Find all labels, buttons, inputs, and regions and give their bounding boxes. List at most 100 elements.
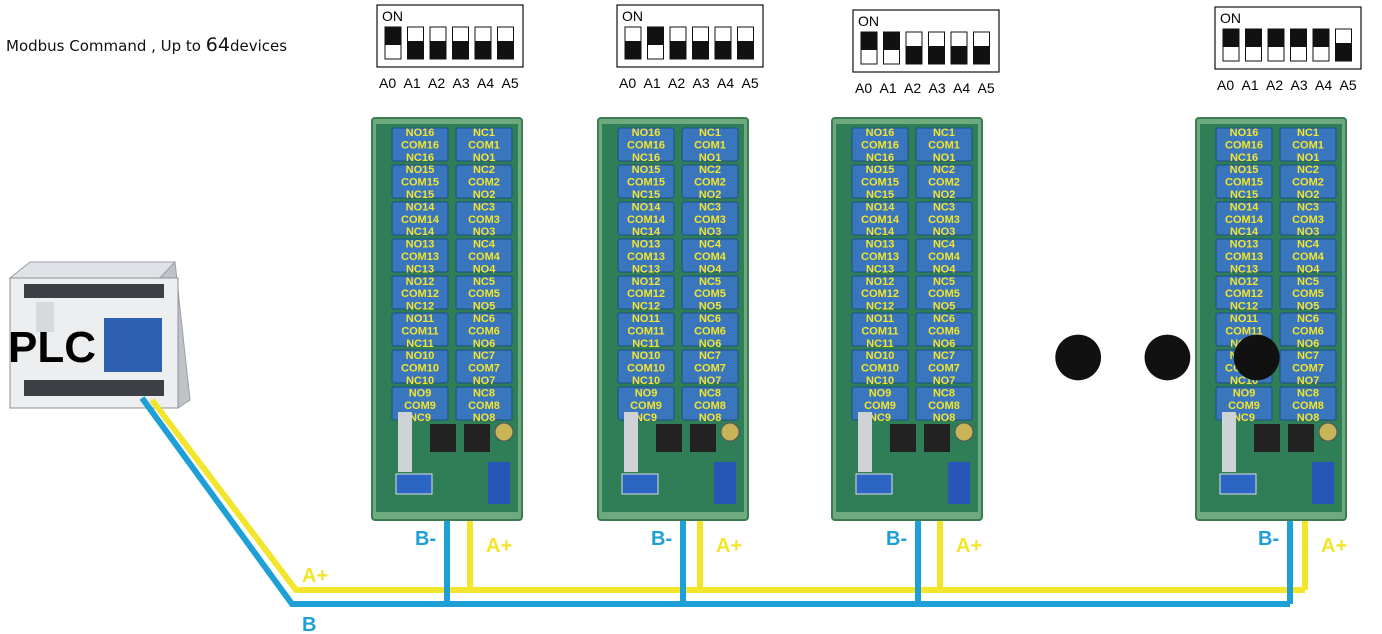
relay-terminal-label: COM16 xyxy=(401,139,439,151)
relay-terminal-label: NC4 xyxy=(933,239,956,251)
relay xyxy=(851,127,909,162)
dip-address-label: A5 xyxy=(1340,77,1357,93)
dip-switch-lever-on xyxy=(883,32,900,50)
relay-terminal-label: COM6 xyxy=(694,325,726,337)
relay-terminal-label: NO9 xyxy=(1233,387,1256,399)
relay xyxy=(1215,349,1273,384)
relay-terminal-label: COM13 xyxy=(1225,251,1263,263)
dip-switch-lever-off xyxy=(1335,43,1352,61)
relay xyxy=(455,349,513,384)
b-minus-label: B- xyxy=(415,528,436,550)
dip-address-label: A5 xyxy=(978,80,995,96)
relay-terminal-label: NO15 xyxy=(866,164,895,176)
relay-terminal-label: NC13 xyxy=(866,263,894,275)
led-column xyxy=(858,412,872,472)
relay-terminal-label: NO3 xyxy=(473,226,496,238)
relay-terminal-label: NO6 xyxy=(1297,338,1320,350)
relay-terminal-label: NO16 xyxy=(1230,127,1259,139)
main-b-label: B xyxy=(302,614,316,634)
relay xyxy=(1215,127,1273,162)
relay-terminal-label: NC1 xyxy=(699,127,721,139)
relay xyxy=(617,127,675,162)
relay-terminal-label: NO1 xyxy=(1297,152,1320,164)
ic-chip xyxy=(690,424,716,452)
relay-terminal-label: NO16 xyxy=(406,127,435,139)
relay-terminal-label: NO12 xyxy=(866,276,895,288)
relay-terminal-label: COM2 xyxy=(694,177,726,189)
dip-address-label: A1 xyxy=(1242,77,1259,93)
relay-terminal-label: NO1 xyxy=(699,152,722,164)
relay-terminal-label: NC9 xyxy=(1233,412,1255,424)
relay-terminal-label: COM11 xyxy=(401,325,438,337)
relay-terminal-label: NC13 xyxy=(1230,263,1258,275)
relay-terminal-label: NO13 xyxy=(406,239,435,251)
relay-terminal-label: NO2 xyxy=(1297,189,1320,201)
dip-on-label: ON xyxy=(1220,10,1241,26)
relay xyxy=(851,164,909,199)
relay-terminal-label: NC15 xyxy=(406,189,434,201)
relay xyxy=(455,312,513,347)
relay-terminal-label: NO4 xyxy=(933,263,957,275)
relay-terminal-label: COM6 xyxy=(468,325,500,337)
relay xyxy=(851,312,909,347)
relay-terminal-label: NC10 xyxy=(406,375,434,387)
dip-switch-lever-on xyxy=(861,32,877,50)
relay-terminal-label: NC3 xyxy=(699,201,721,213)
dip-address-label: A4 xyxy=(717,75,734,91)
relay-terminal-label: NC14 xyxy=(632,226,661,238)
relay-terminal-label: NC16 xyxy=(1230,152,1258,164)
relay-terminal-label: NC11 xyxy=(632,338,660,350)
relay-terminal-label: NO12 xyxy=(406,276,435,288)
a-plus-label: A+ xyxy=(486,535,512,557)
relay-terminal-label: COM13 xyxy=(627,251,665,263)
relay-terminal-label: NO3 xyxy=(699,226,722,238)
relay-terminal-label: COM3 xyxy=(468,214,500,226)
relay-terminal-label: NC14 xyxy=(866,226,895,238)
relay-terminal-label: NO4 xyxy=(1297,263,1321,275)
relay xyxy=(851,386,909,421)
relay-terminal-label: NC5 xyxy=(1297,276,1319,288)
relay-terminal-label: COM7 xyxy=(928,363,960,375)
relay-terminal-label: COM2 xyxy=(468,177,500,189)
dip-switch-lever-off xyxy=(692,41,709,59)
relay xyxy=(915,127,973,162)
address-dip-switch xyxy=(1219,473,1257,495)
dip-address-label: A3 xyxy=(453,75,470,91)
relay-terminal-label: NC6 xyxy=(473,313,495,325)
ic-chip xyxy=(1254,424,1280,452)
relay xyxy=(391,164,449,199)
relay xyxy=(617,312,675,347)
relay xyxy=(1215,238,1273,273)
dip-address-label: A2 xyxy=(428,75,445,91)
relay-terminal-label: NO15 xyxy=(406,164,435,176)
dip-address-label: A4 xyxy=(1315,77,1332,93)
relay xyxy=(617,275,675,310)
relay-terminal-label: COM11 xyxy=(627,325,664,337)
relay-terminal-label: NO8 xyxy=(473,412,496,424)
dip-switch-lever-on xyxy=(1245,29,1262,47)
a-plus-label: A+ xyxy=(956,535,982,557)
relay-terminal-label: NC5 xyxy=(473,276,495,288)
relay-terminal-label: NC2 xyxy=(699,164,721,176)
b-minus-label: B- xyxy=(1258,528,1279,550)
relay xyxy=(1279,275,1337,310)
caption: Modbus Command , Up to 64devices xyxy=(6,34,287,56)
relay-terminal-label: NC10 xyxy=(1230,375,1258,387)
relay-terminal-label: NO11 xyxy=(632,313,660,325)
relay-terminal-label: NO6 xyxy=(699,338,722,350)
relay-terminal-label: NC3 xyxy=(933,201,955,213)
relay xyxy=(391,275,449,310)
dip-address-label: A1 xyxy=(404,75,421,91)
dip-address-label: A3 xyxy=(693,75,710,91)
dip-switch-lever-off xyxy=(670,41,686,59)
relay-terminal-label: NC11 xyxy=(866,338,894,350)
relay-terminal-label: NC10 xyxy=(866,375,894,387)
relay-terminal-label: NO5 xyxy=(933,301,956,313)
relay-terminal-label: NC4 xyxy=(1297,239,1320,251)
relay-terminal-label: NO2 xyxy=(473,189,496,201)
relay xyxy=(1279,312,1337,347)
